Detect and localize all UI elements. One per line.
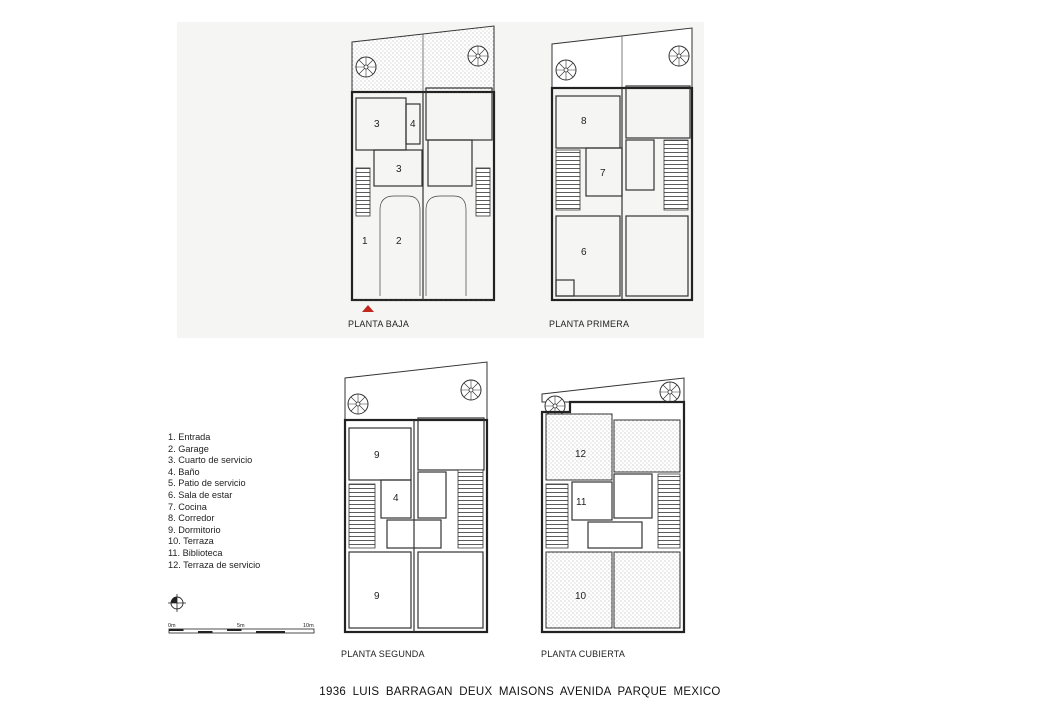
stair-right bbox=[657, 473, 681, 549]
room-3-lower bbox=[373, 149, 423, 187]
terrace-hatch bbox=[545, 551, 613, 629]
stair-left bbox=[348, 483, 376, 549]
stair-left bbox=[355, 167, 371, 217]
plan-planta-segunda bbox=[343, 361, 489, 634]
house-outline bbox=[343, 418, 489, 634]
room-9-lower bbox=[348, 551, 412, 629]
room-legend: 1. Entrada 2. Garage 3. Cuarto de servic… bbox=[168, 432, 260, 571]
room-number: 9 bbox=[374, 450, 380, 461]
spiral-stair-icon bbox=[659, 381, 681, 403]
room-4 bbox=[405, 103, 421, 145]
legend-item: 10. Terraza bbox=[168, 536, 214, 547]
stair-right bbox=[475, 167, 491, 217]
plan-planta-cubierta bbox=[540, 377, 686, 634]
plan-label-cubierta: PLANTA CUBIERTA bbox=[541, 649, 625, 659]
room-number: 6 bbox=[581, 247, 587, 258]
legend-item: 9. Dormitorio bbox=[168, 524, 221, 535]
room-number: 8 bbox=[581, 116, 587, 127]
legend-item: 5. Patio de servicio bbox=[168, 478, 246, 489]
plan-label-baja: PLANTA BAJA bbox=[348, 319, 409, 329]
room-number: 10 bbox=[575, 591, 587, 602]
room-number: 4 bbox=[393, 493, 399, 504]
plan-label-primera: PLANTA PRIMERA bbox=[549, 319, 629, 329]
spiral-stair-icon bbox=[467, 45, 489, 67]
plan-label-segunda: PLANTA SEGUNDA bbox=[341, 649, 425, 659]
spiral-stair-icon bbox=[355, 56, 377, 78]
spiral-stair-icon bbox=[347, 393, 369, 415]
spiral-stair-icon bbox=[668, 45, 690, 67]
north-arrow-icon bbox=[168, 594, 186, 612]
room-11 bbox=[571, 481, 613, 521]
legend-item: 12. Terraza de servicio bbox=[168, 559, 261, 570]
garage-outline bbox=[379, 195, 421, 296]
room-number: 11 bbox=[576, 497, 587, 508]
legend-item: 7. Cocina bbox=[168, 501, 207, 512]
scale-bar: 0m 5m 10m bbox=[168, 623, 315, 634]
spiral-stair-icon bbox=[555, 59, 577, 81]
sheet-caption: 1936 LUIS BARRAGAN DEUX MAISONS AVENIDA … bbox=[319, 686, 721, 698]
scale-label: 10m bbox=[303, 623, 314, 629]
entry-marker-icon bbox=[362, 305, 374, 312]
legend-item: 3. Cuarto de servicio bbox=[168, 455, 253, 466]
legend-item: 1. Entrada bbox=[168, 432, 211, 442]
service-terrace-hatch bbox=[545, 413, 613, 481]
room-number: 2 bbox=[396, 236, 402, 247]
room-number: 9 bbox=[374, 591, 380, 602]
plan-planta-primera bbox=[550, 27, 694, 302]
stair-right bbox=[457, 469, 484, 549]
scale-label: 0m bbox=[168, 623, 176, 629]
house-outline bbox=[540, 400, 686, 634]
legend-item: 6. Sala de estar bbox=[168, 489, 233, 500]
legend-item: 11. Biblioteca bbox=[168, 547, 223, 558]
legend-item: 2. Garage bbox=[168, 443, 209, 454]
stair-right bbox=[663, 139, 689, 211]
plan-planta-baja bbox=[350, 25, 496, 312]
spiral-stair-icon bbox=[460, 379, 482, 401]
room-number: 12 bbox=[575, 449, 587, 460]
room-6 bbox=[555, 215, 621, 297]
legend-item: 8. Corredor bbox=[168, 513, 215, 524]
room-number: 3 bbox=[396, 164, 402, 175]
stair-left bbox=[545, 483, 569, 549]
stair-left bbox=[555, 149, 581, 211]
room-number: 3 bbox=[374, 119, 380, 130]
scale-label: 5m bbox=[237, 623, 245, 629]
legend-item: 4. Baño bbox=[168, 466, 200, 477]
room-9-upper bbox=[348, 427, 412, 481]
room-number: 1 bbox=[362, 236, 368, 247]
room-number: 4 bbox=[410, 119, 416, 130]
room-7 bbox=[585, 147, 623, 197]
room-number: 7 bbox=[600, 168, 606, 179]
room-4 bbox=[380, 479, 412, 519]
